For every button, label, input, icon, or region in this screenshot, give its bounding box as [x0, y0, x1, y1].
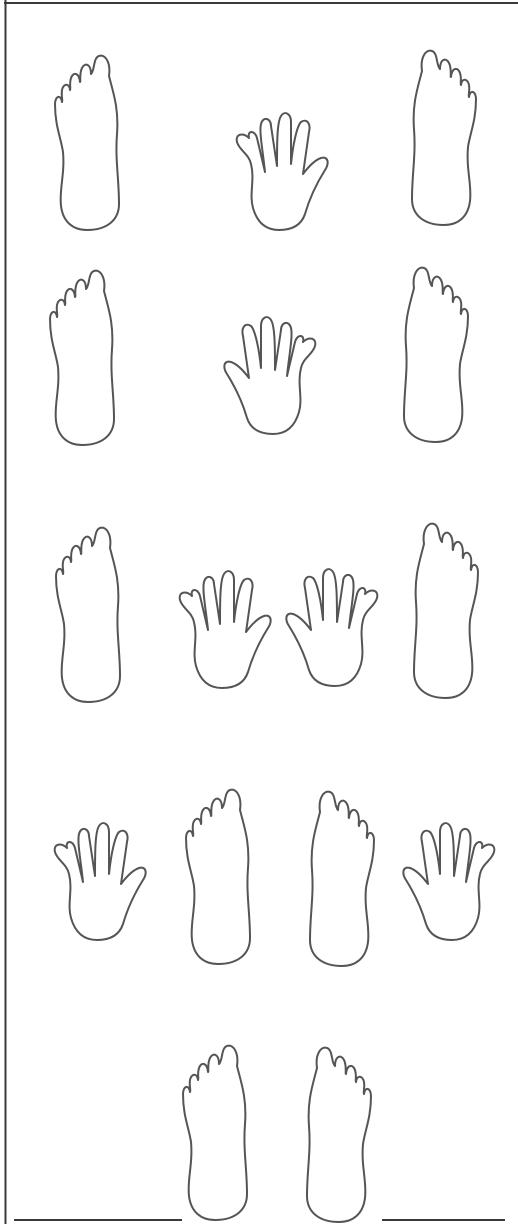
- left-foot-icon: [52, 520, 132, 705]
- left-foot-icon: [46, 263, 126, 448]
- right-foot-icon: [400, 43, 480, 228]
- right-foot-icon: [295, 1040, 375, 1225]
- right-foot-icon: [402, 516, 482, 701]
- right-foot-icon: [392, 260, 472, 445]
- left-foot-icon: [51, 48, 131, 233]
- left-hand-icon: [49, 818, 149, 943]
- right-hand-icon: [283, 564, 383, 689]
- left-foot-icon: [182, 782, 262, 967]
- left-foot-icon: [179, 1038, 259, 1223]
- left-hand-icon: [231, 108, 331, 233]
- right-hand-icon: [221, 312, 321, 437]
- right-foot-icon: [298, 784, 378, 969]
- left-hand-icon: [174, 566, 274, 691]
- right-hand-icon: [400, 818, 500, 943]
